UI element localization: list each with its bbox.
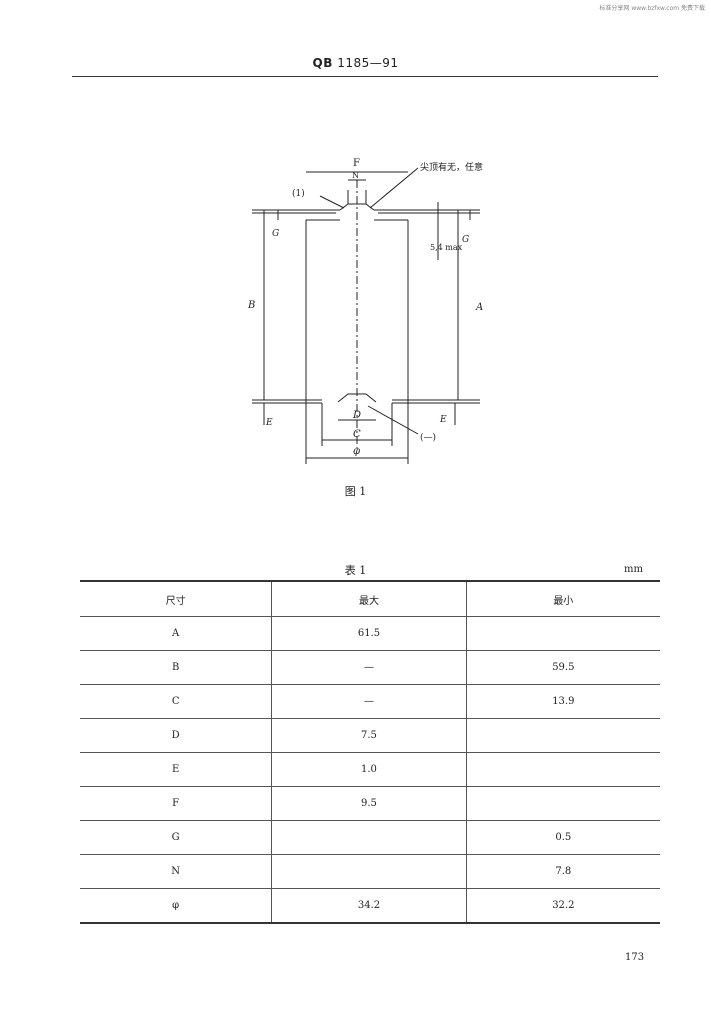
- dimension-table: 尺寸 最大 最小 A 61.5 B — 59.5 C — 13.9 D 7.5 …: [80, 580, 660, 924]
- header-dim: 尺寸: [80, 580, 273, 617]
- cell-dim: G: [80, 820, 273, 855]
- table-row: C — 13.9: [80, 684, 660, 719]
- table-row: N 7.8: [80, 854, 660, 889]
- label-c: C: [353, 429, 361, 440]
- table-row: A 61.5: [80, 616, 660, 651]
- cell-dim: B: [80, 650, 273, 685]
- figure-caption: 图 1: [344, 485, 367, 498]
- cell-max: [271, 820, 467, 855]
- label-n: N: [352, 171, 359, 180]
- label-e-right: E: [439, 415, 447, 425]
- cell-dim: E: [80, 752, 273, 787]
- label-phi: φ: [353, 446, 360, 457]
- table-header-row: 尺寸 最大 最小: [80, 580, 660, 617]
- page-header: QB 1185—91: [0, 56, 711, 70]
- label-mark-one: (1): [292, 188, 305, 199]
- cell-max: 9.5: [271, 786, 467, 821]
- technical-drawing: F N (1) 尖顶有无，任意 B G A G 5,4 max E E D C …: [247, 158, 483, 464]
- watermark-text: 标准分享网 www.bzfxw.com 免费下载: [599, 5, 705, 12]
- table-row: E 1.0: [80, 752, 660, 787]
- table-row: φ 34.2 32.2: [80, 888, 660, 924]
- cell-dim: D: [80, 718, 273, 753]
- header-max: 最大: [271, 580, 467, 617]
- cell-min: [466, 718, 660, 753]
- cell-max: —: [271, 684, 467, 719]
- cell-dim: C: [80, 684, 273, 719]
- table-title: 表 1: [344, 564, 367, 577]
- standard-prefix: QB: [312, 56, 333, 70]
- label-b: B: [247, 300, 255, 311]
- cell-dim: F: [80, 786, 273, 821]
- label-max: 5,4 max: [430, 243, 463, 252]
- cell-max: 1.0: [271, 752, 467, 787]
- cell-min: 32.2: [466, 888, 660, 924]
- cell-min: 0.5: [466, 820, 660, 855]
- cell-min: [466, 786, 660, 821]
- cell-max: —: [271, 650, 467, 685]
- cell-max: 34.2: [271, 888, 467, 924]
- page-number: 173: [625, 952, 645, 963]
- header-min: 最小: [466, 580, 660, 617]
- label-f: F: [353, 158, 360, 169]
- label-e-left: E: [265, 418, 273, 428]
- standard-number: 1185—91: [337, 56, 399, 70]
- label-d: D: [352, 410, 361, 421]
- cell-min: 13.9: [466, 684, 660, 719]
- label-mark-minus: (—): [420, 432, 436, 443]
- table-row: F 9.5: [80, 786, 660, 821]
- table-row: G 0.5: [80, 820, 660, 855]
- cell-min: 59.5: [466, 650, 660, 685]
- label-a: A: [475, 302, 483, 313]
- cell-min: 7.8: [466, 854, 660, 889]
- cell-max: 7.5: [271, 718, 467, 753]
- header-rule: [72, 76, 658, 77]
- cell-dim: N: [80, 854, 273, 889]
- label-note: 尖顶有无，任意: [420, 161, 483, 173]
- cell-min: [466, 752, 660, 787]
- cell-max: 61.5: [271, 616, 467, 651]
- table-row: B — 59.5: [80, 650, 660, 685]
- cell-min: [466, 616, 660, 651]
- table-unit: mm: [624, 564, 643, 575]
- cell-dim: A: [80, 616, 273, 651]
- cell-max: [271, 854, 467, 889]
- table-row: D 7.5: [80, 718, 660, 753]
- label-g-left: G: [272, 229, 279, 239]
- cell-dim: φ: [80, 888, 273, 924]
- label-g-right: G: [462, 235, 469, 245]
